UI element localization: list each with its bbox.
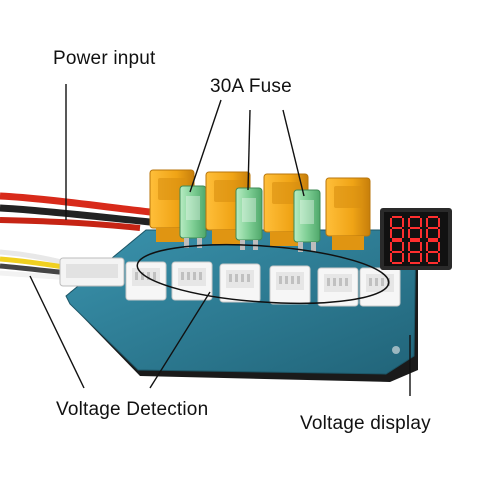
voltage-display-label: Voltage display bbox=[300, 413, 431, 434]
led-digit bbox=[408, 216, 422, 240]
detection-highlight bbox=[136, 243, 390, 305]
jst-port bbox=[269, 265, 311, 305]
jst-port bbox=[317, 267, 359, 307]
voltage-detection-label: Voltage Detection bbox=[56, 399, 209, 420]
jst-port bbox=[125, 261, 167, 301]
power-wires bbox=[0, 192, 151, 231]
led-digit bbox=[408, 240, 422, 264]
xt60-connector bbox=[325, 177, 371, 250]
led-digit bbox=[426, 216, 440, 240]
jst-port bbox=[171, 261, 213, 301]
fuse bbox=[293, 189, 321, 252]
balance-input-connector bbox=[59, 257, 125, 287]
voltage-display bbox=[380, 208, 452, 270]
fuse-label: 30A Fuse bbox=[210, 76, 292, 97]
fuse bbox=[179, 185, 207, 248]
jst-port bbox=[359, 267, 401, 307]
connector-row bbox=[149, 169, 371, 252]
power-input-label: Power input bbox=[53, 48, 156, 69]
led-digit bbox=[390, 216, 404, 240]
led-digit bbox=[390, 240, 404, 264]
mount-hole bbox=[392, 346, 400, 354]
jst-port bbox=[219, 263, 261, 303]
callout-lines bbox=[29, 84, 411, 396]
led-digit bbox=[426, 240, 440, 264]
